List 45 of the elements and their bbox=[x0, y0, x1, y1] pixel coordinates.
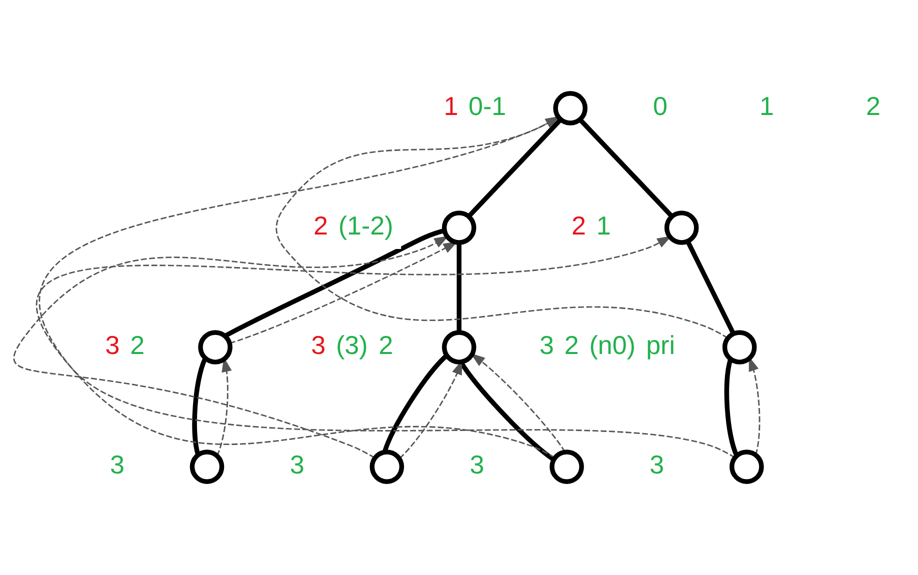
node-circle bbox=[369, 450, 404, 484]
node-label: (3) bbox=[336, 330, 368, 360]
connector bbox=[724, 358, 738, 457]
connector bbox=[224, 228, 444, 338]
node-label: 2 bbox=[313, 210, 328, 240]
connector bbox=[382, 354, 448, 453]
node-label: 1 bbox=[443, 90, 458, 121]
node-label: (1-2) bbox=[338, 210, 393, 240]
arrow bbox=[39, 116, 560, 458]
connector bbox=[466, 118, 562, 218]
node-circle bbox=[549, 450, 584, 484]
node-label: 2 bbox=[130, 330, 144, 360]
node-circle bbox=[441, 330, 476, 364]
connector bbox=[685, 240, 736, 335]
label: 2 bbox=[866, 90, 880, 121]
node-circle bbox=[441, 210, 476, 245]
node-label: 3 bbox=[109, 449, 124, 480]
node-label: 0-1 bbox=[468, 90, 506, 121]
node-circle bbox=[189, 450, 224, 484]
node-label: 3 bbox=[649, 449, 664, 480]
node-label: (n0) bbox=[588, 330, 636, 360]
node-label: 2 bbox=[378, 330, 393, 360]
node-label: 3 bbox=[289, 449, 304, 480]
node-circle bbox=[722, 330, 756, 364]
connector bbox=[578, 118, 674, 218]
arrow bbox=[38, 236, 735, 458]
label: 1 bbox=[759, 90, 774, 121]
arrow bbox=[13, 236, 448, 458]
node-label: 2 bbox=[564, 330, 578, 360]
connector bbox=[456, 242, 461, 332]
node-label: 2 bbox=[571, 210, 586, 240]
node-label: 3 bbox=[469, 449, 484, 480]
arrow bbox=[228, 241, 458, 344]
node-circle bbox=[729, 450, 764, 484]
arrow bbox=[275, 116, 728, 339]
node-circle bbox=[198, 330, 232, 364]
node-circle bbox=[664, 210, 698, 245]
node-label: pri bbox=[646, 330, 675, 360]
node-label: 1 bbox=[596, 210, 610, 240]
node-label: 3 bbox=[539, 330, 554, 360]
connector bbox=[192, 358, 207, 456]
node-label: 3 bbox=[104, 330, 120, 360]
node-label: 3 bbox=[310, 330, 326, 360]
node-circle bbox=[552, 91, 587, 126]
label: 0 bbox=[652, 90, 668, 121]
